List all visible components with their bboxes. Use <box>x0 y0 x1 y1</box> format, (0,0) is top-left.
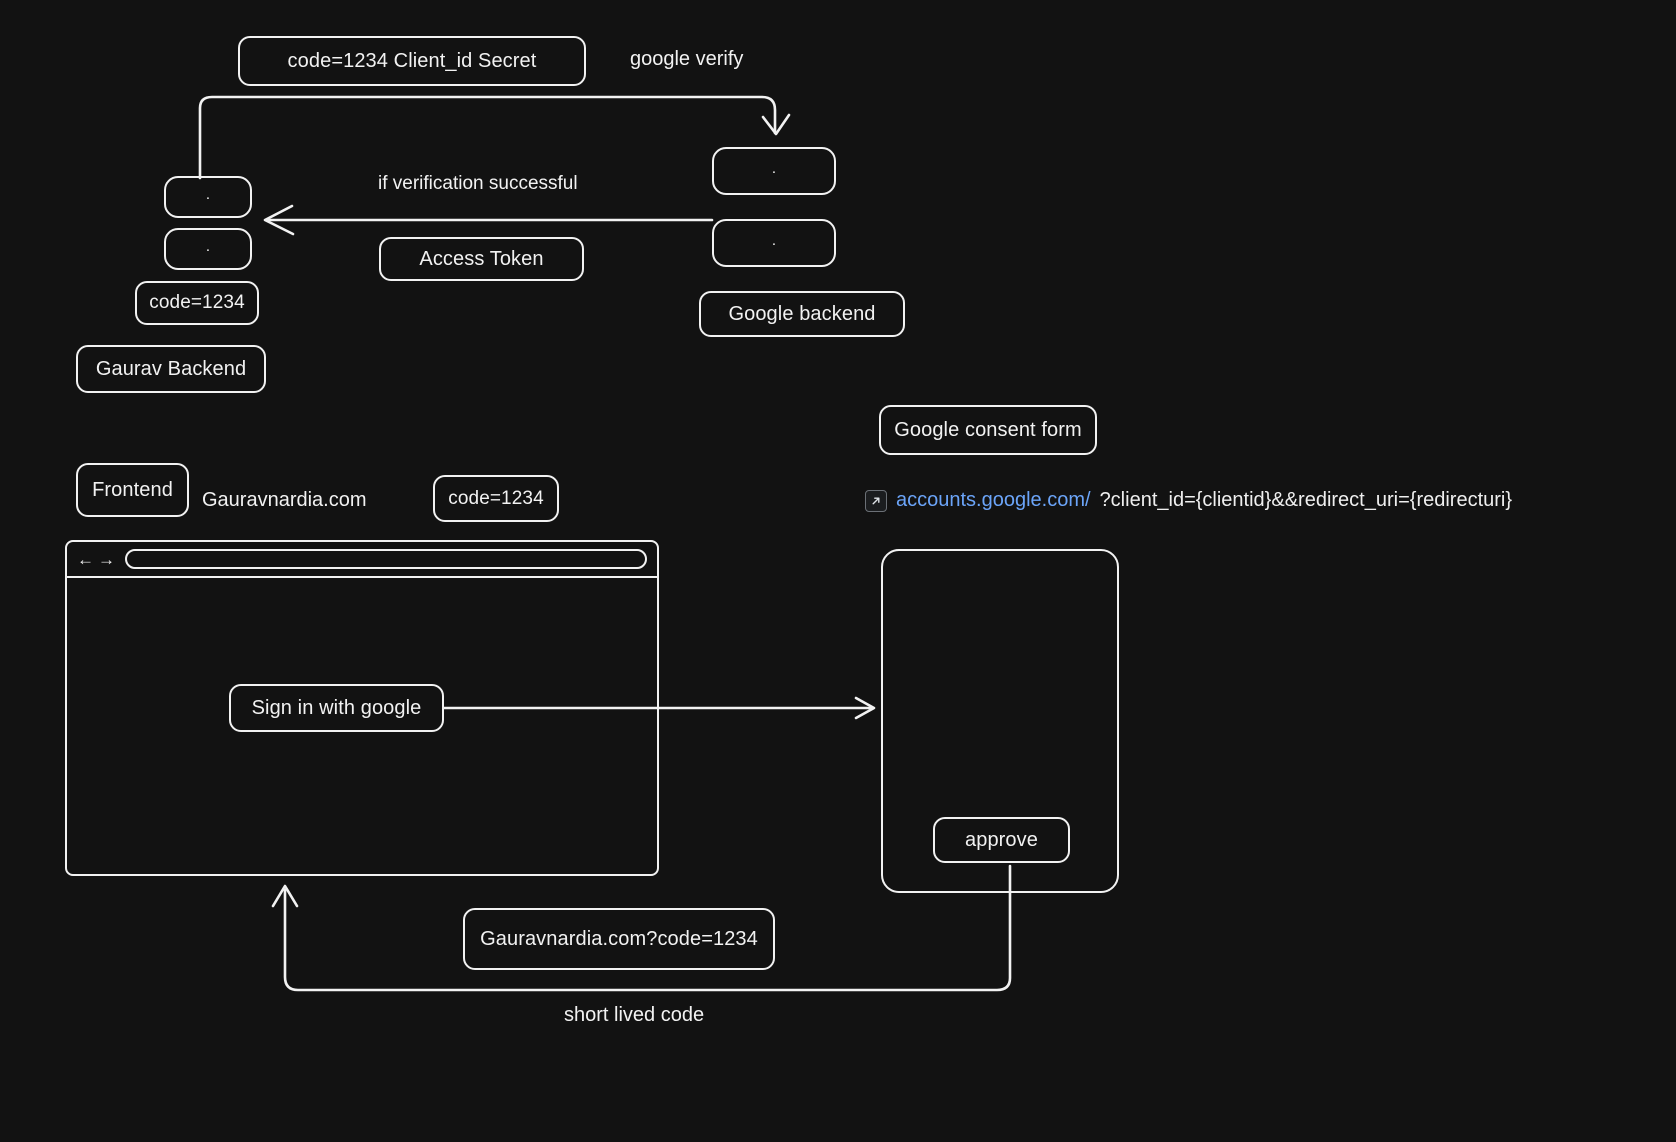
arrowhead-signin-to-consent <box>854 696 876 720</box>
redirect-url-box: Gauravnardia.com?code=1234 <box>463 908 775 970</box>
consent-form-box: Google consent form <box>879 405 1097 455</box>
access-token-text: Access Token <box>419 247 544 270</box>
sign-in-with-google-button[interactable]: Sign in with google <box>229 684 444 732</box>
dot-glyph: . <box>771 231 777 249</box>
arrowhead-approve-redirect <box>271 884 299 908</box>
top-code-text: code=1234 <box>149 292 245 313</box>
forward-arrow-icon[interactable]: → <box>98 549 115 569</box>
gaurav-backend-text: Gaurav Backend <box>95 357 247 380</box>
google-backend-box: Google backend <box>699 291 905 337</box>
google-endpoint-box-2: . <box>712 219 836 267</box>
sign-in-button-label: Sign in with google <box>251 696 422 719</box>
google-verify-label: google verify <box>630 48 744 70</box>
frontend-text: Frontend <box>92 478 173 501</box>
consent-url-line[interactable]: accounts.google.com/ ?client_id={clienti… <box>865 489 1512 512</box>
browser-nav-arrows[interactable]: ← → <box>77 551 115 568</box>
address-bar[interactable] <box>125 549 647 569</box>
gaurav-endpoint-box-2: . <box>164 228 252 270</box>
short-lived-code-label: short lived code <box>564 1004 705 1026</box>
access-token-box: Access Token <box>379 237 584 281</box>
browser-toolbar: ← → <box>67 542 657 576</box>
gaurav-endpoint-box-1: . <box>164 176 252 218</box>
bottom-code-text: code=1234 <box>448 487 544 509</box>
token-request-text: code=1234 Client_id Secret <box>287 49 537 72</box>
browser-window: ← → <box>65 540 659 876</box>
dot-glyph: . <box>205 237 211 255</box>
gaurav-backend-box: Gaurav Backend <box>76 345 266 393</box>
top-code-box: code=1234 <box>135 281 259 325</box>
redirect-url-text: Gauravnardia.com?code=1234 <box>480 927 758 950</box>
google-endpoint-box-1: . <box>712 147 836 195</box>
consent-url-query: ?client_id={clientid}&&redirect_uri={red… <box>1099 489 1513 511</box>
token-request-box: code=1234 Client_id Secret <box>238 36 586 86</box>
arrowhead-token-request <box>761 113 791 136</box>
google-consent-panel <box>881 549 1119 893</box>
dot-glyph: . <box>771 159 777 177</box>
approve-button[interactable]: approve <box>933 817 1070 863</box>
external-link-icon <box>865 489 887 512</box>
site-label: Gauravnardia.com <box>202 489 367 511</box>
bottom-code-box: code=1234 <box>433 475 559 522</box>
google-backend-text: Google backend <box>728 302 876 325</box>
consent-url-domain[interactable]: accounts.google.com/ <box>896 489 1091 511</box>
dot-glyph: . <box>205 185 211 203</box>
consent-form-text: Google consent form <box>894 418 1082 441</box>
wire-token-request <box>198 95 777 180</box>
frontend-box: Frontend <box>76 463 189 517</box>
arrowhead-access-token <box>263 204 295 236</box>
toolbar-divider <box>67 576 657 578</box>
back-arrow-icon[interactable]: ← <box>77 549 94 569</box>
verification-successful-label: if verification successful <box>378 173 578 194</box>
approve-button-label: approve <box>965 828 1038 851</box>
